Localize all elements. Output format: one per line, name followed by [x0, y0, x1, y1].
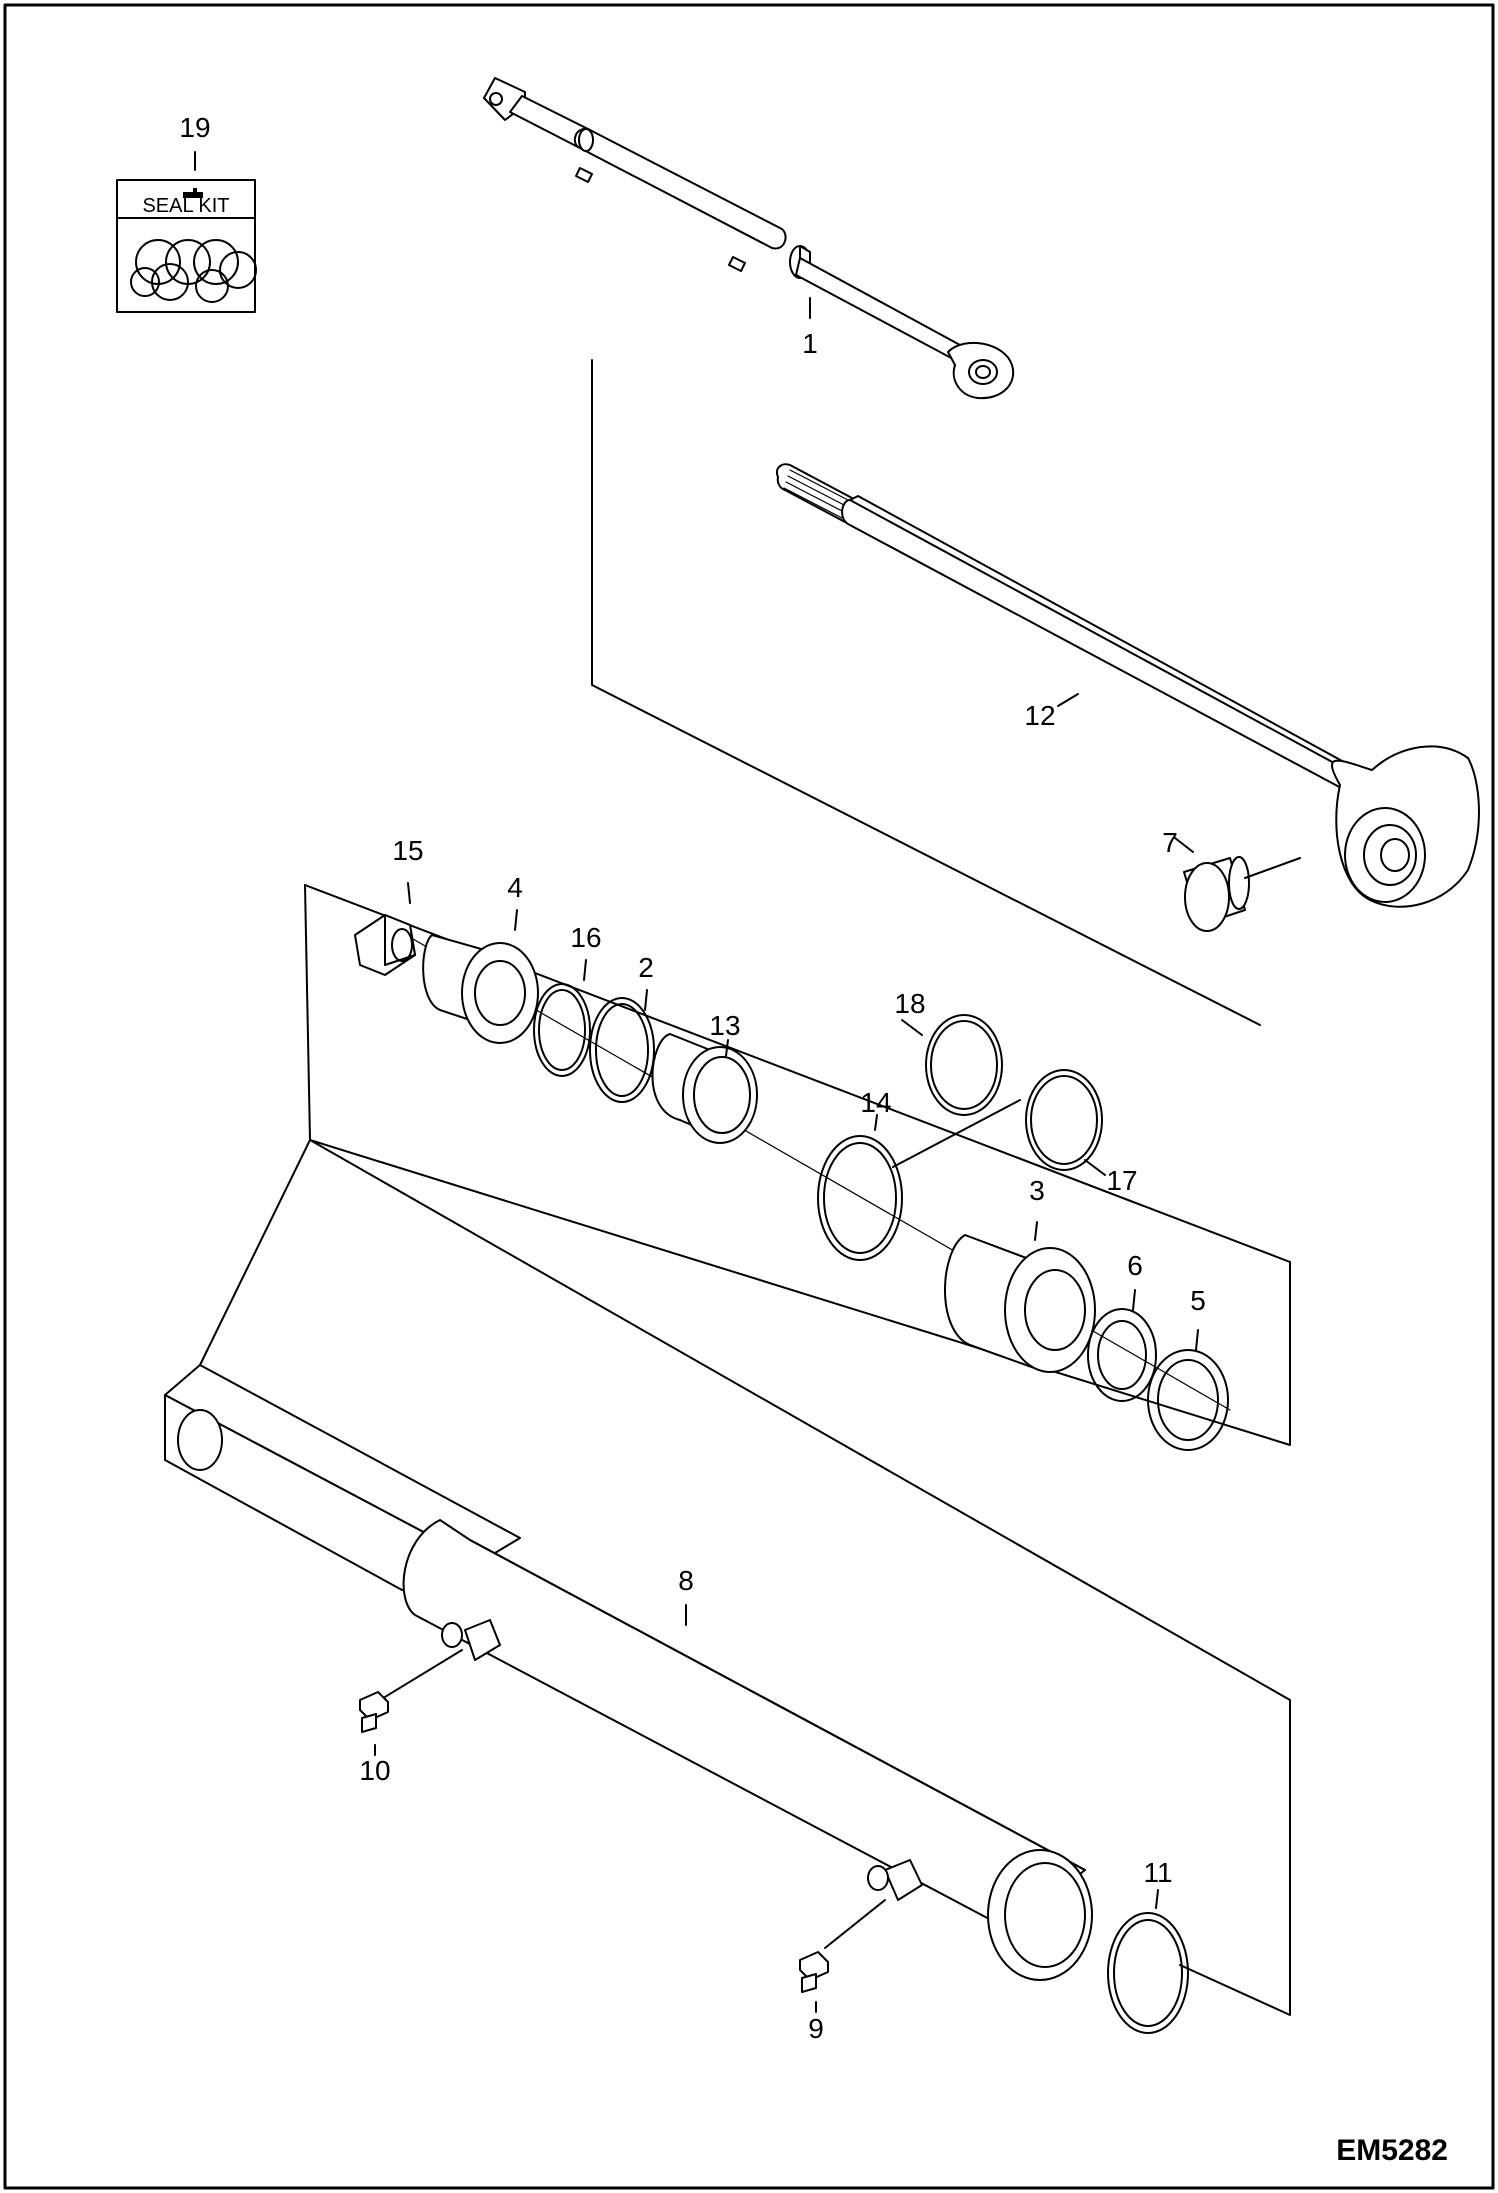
barrel-group: [164, 1139, 1291, 2034]
callout-11: 11: [1143, 1857, 1172, 1888]
seal-kit-box: [116, 179, 257, 313]
callout-5: 5: [1190, 1285, 1206, 1316]
callout-16: 16: [570, 922, 601, 953]
piston-group: [304, 882, 1291, 1451]
callout-2: 2: [638, 952, 654, 983]
callout-19: 19: [179, 112, 210, 143]
callout-6: 6: [1127, 1250, 1143, 1281]
callout-14: 14: [860, 1087, 891, 1118]
callout-18: 18: [894, 988, 925, 1019]
drawing-code: EM5282: [1336, 2134, 1448, 2167]
callout-13: 13: [709, 1010, 740, 1041]
seal-kit-label: SEAL KIT: [142, 195, 229, 217]
callout-10: 10: [359, 1755, 390, 1786]
callout-3: 3: [1029, 1175, 1045, 1206]
rod-group: [591, 359, 1480, 1026]
callout-7: 7: [1162, 827, 1178, 858]
callout-8: 8: [678, 1565, 694, 1596]
callout-4: 4: [507, 872, 523, 903]
callout-15: 15: [392, 835, 423, 866]
callout-17: 17: [1106, 1165, 1137, 1196]
assembled-cylinder: [483, 77, 1015, 400]
callout-12: 12: [1024, 700, 1055, 731]
page-border: [3, 3, 1495, 2190]
callout-1: 1: [802, 328, 818, 359]
callout-9: 9: [808, 2013, 824, 2044]
